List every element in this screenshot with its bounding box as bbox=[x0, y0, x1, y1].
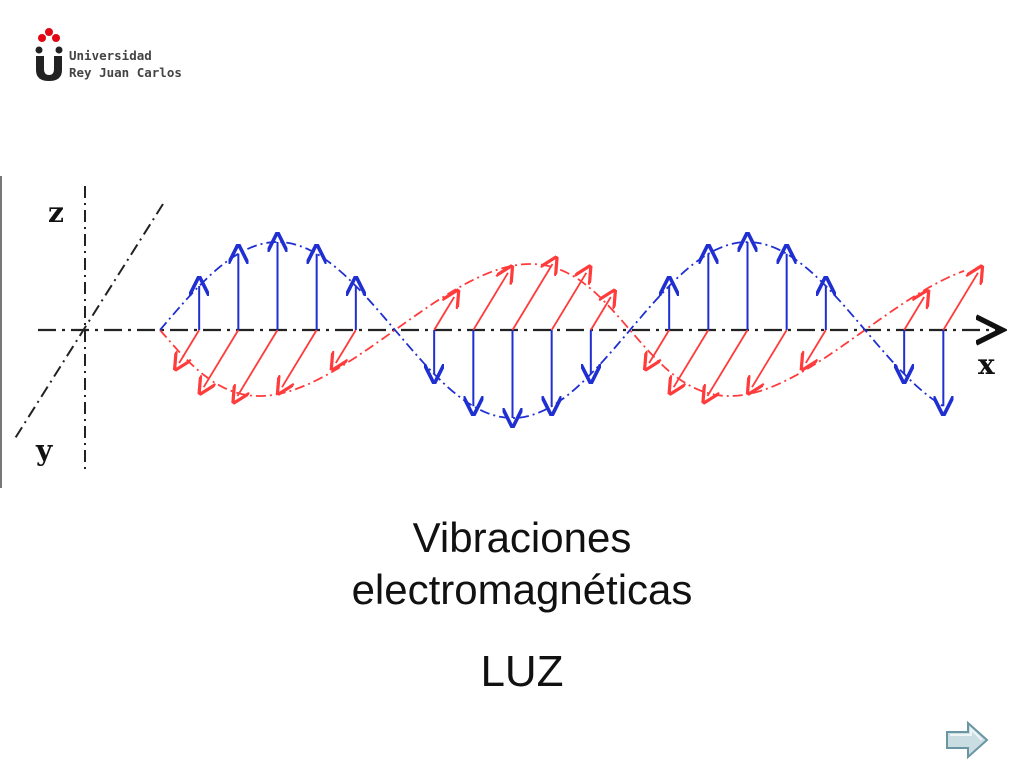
magnetic-field-vector bbox=[649, 329, 670, 363]
magnetic-field-curve bbox=[159, 263, 965, 397]
z-axis-label: z bbox=[48, 196, 64, 229]
magnetic-field-vector bbox=[336, 329, 357, 363]
logo-line-2: Rey Juan Carlos bbox=[69, 65, 182, 80]
x-axis-label: x bbox=[978, 348, 995, 381]
magnetic-field-vector bbox=[282, 329, 318, 387]
right-arrow-icon bbox=[946, 720, 989, 760]
magnetic-field-vector bbox=[204, 329, 240, 387]
logo-line-1: Universidad bbox=[69, 48, 152, 63]
magnetic-field-vector bbox=[752, 329, 788, 387]
logo-mark-icon bbox=[35, 28, 63, 81]
magnetic-field-vector bbox=[903, 297, 924, 331]
magnetic-field-vector bbox=[238, 329, 279, 396]
caption-line-2: electromagnéticas bbox=[351, 566, 693, 613]
university-logo: Universidad Rey Juan Carlos bbox=[34, 26, 194, 86]
magnetic-field-vector bbox=[179, 329, 200, 363]
magnetic-field-vector bbox=[550, 273, 587, 331]
electric-field-wave bbox=[159, 242, 948, 418]
magnetic-field-vector bbox=[590, 297, 611, 331]
magnetic-field-vector bbox=[806, 329, 827, 363]
magnetic-field-vector bbox=[674, 329, 710, 387]
logo-text: Universidad Rey Juan Carlos bbox=[69, 47, 182, 81]
magnetic-field-vector bbox=[433, 297, 454, 331]
magnetic-field-vector bbox=[472, 273, 508, 331]
magnetic-field-vector bbox=[708, 329, 749, 396]
magnetic-field-vector bbox=[511, 264, 553, 331]
electromagnetic-wave-diagram: z y x bbox=[0, 176, 1024, 488]
caption-line-3: LUZ bbox=[480, 647, 564, 696]
y-axis-label: y bbox=[35, 434, 53, 467]
caption-line-1: Vibraciones bbox=[412, 514, 632, 561]
magnetic-field-wave bbox=[159, 263, 978, 397]
y-axis bbox=[13, 203, 164, 441]
next-slide-button[interactable] bbox=[944, 720, 990, 760]
magnetic-field-vector bbox=[942, 273, 978, 331]
